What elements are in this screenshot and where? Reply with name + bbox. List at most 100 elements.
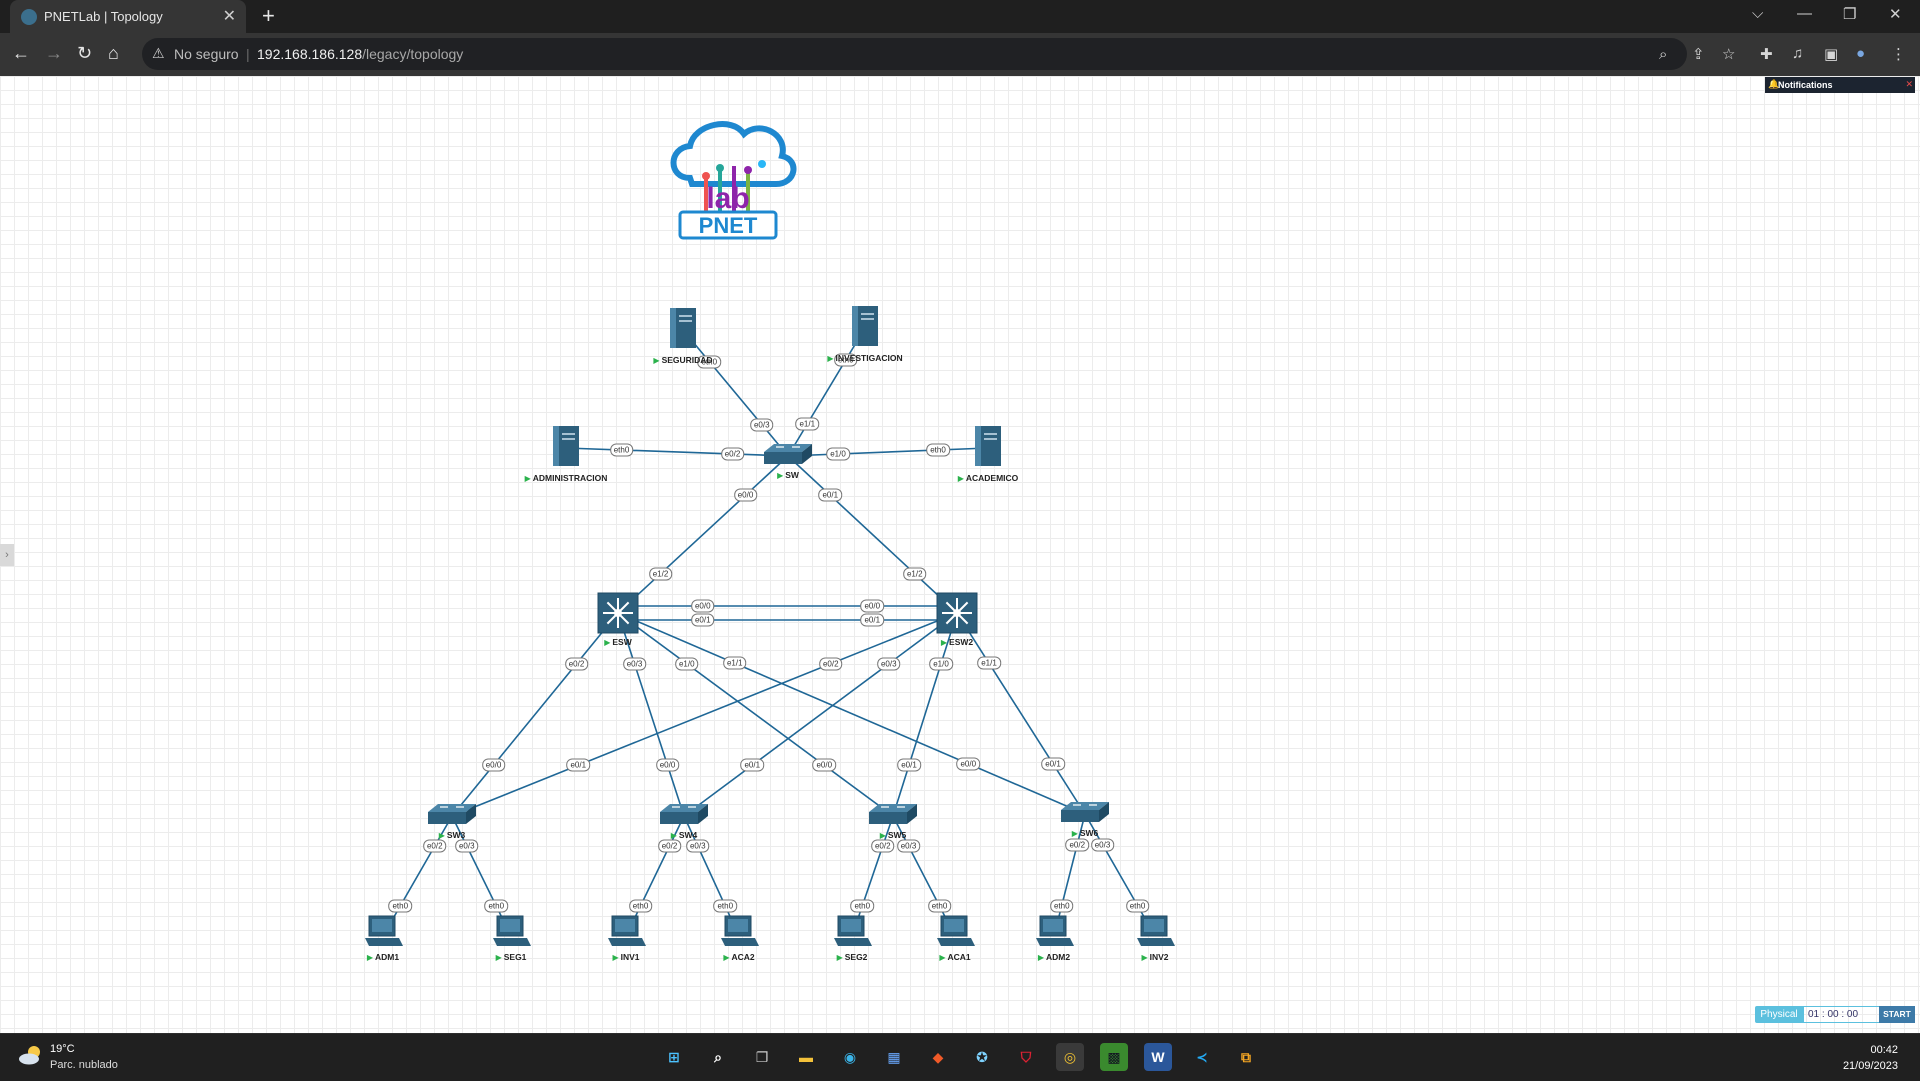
pc-icon[interactable] xyxy=(1137,915,1175,946)
node-label-esw2[interactable]: ▶ESW2 xyxy=(941,637,973,647)
server-icon[interactable] xyxy=(975,426,1001,466)
extensions-puzzle-icon[interactable]: ✚ xyxy=(1760,46,1773,63)
warning-triangle-icon[interactable]: ⚠ xyxy=(152,45,165,61)
node-start-icon[interactable]: ▶ xyxy=(777,471,784,480)
node-start-icon[interactable]: ▶ xyxy=(723,953,730,962)
new-tab-icon[interactable]: + xyxy=(262,3,275,28)
switch-icon[interactable] xyxy=(660,804,708,824)
bookmark-star-icon[interactable]: ☆ xyxy=(1722,46,1736,63)
messenger-icon[interactable]: ✪ xyxy=(976,1048,988,1065)
anydesk-icon[interactable]: ◆ xyxy=(932,1048,944,1065)
url-text[interactable]: 192.168.186.128/legacy/topology xyxy=(257,46,463,62)
node-start-icon[interactable]: ▶ xyxy=(957,474,964,483)
link-esw-sw6[interactable] xyxy=(617,612,1086,815)
node-start-icon[interactable]: ▶ xyxy=(1141,953,1148,962)
node-start-icon[interactable]: ▶ xyxy=(939,953,946,962)
link-esw2-sw6[interactable] xyxy=(956,612,1086,815)
pc-icon[interactable] xyxy=(365,915,403,946)
switch-icon[interactable] xyxy=(1061,802,1109,822)
share-icon[interactable]: ⇪ xyxy=(1692,46,1705,63)
link-esw-sw5[interactable] xyxy=(617,612,894,817)
store-icon[interactable]: ▦ xyxy=(887,1048,901,1065)
node-start-icon[interactable]: ▶ xyxy=(438,831,445,840)
chrome-icon[interactable]: ◎ xyxy=(1056,1043,1084,1071)
node-label-esw[interactable]: ▶ESW xyxy=(604,637,632,647)
node-label-seg1[interactable]: ▶SEG1 xyxy=(496,952,527,962)
node-start-icon[interactable]: ▶ xyxy=(524,474,531,483)
node-label-sw5[interactable]: ▶SW5 xyxy=(880,830,907,840)
notifications-bar[interactable]: 🔔 Notifications ✕ xyxy=(1765,77,1915,93)
word-icon[interactable]: W xyxy=(1144,1043,1172,1071)
system-clock[interactable]: 00:42 21/09/2023 xyxy=(1843,1042,1898,1074)
sidebar-toggle-icon[interactable]: › xyxy=(0,544,14,566)
node-label-seguridad[interactable]: ▶SEGURIDAD xyxy=(653,355,712,365)
insecure-label[interactable]: No seguro xyxy=(174,46,239,62)
pc-icon[interactable] xyxy=(721,915,759,946)
node-label-academico[interactable]: ▶ACADEMICO xyxy=(958,473,1019,483)
address-bar[interactable]: ⚠ No seguro | 192.168.186.128/legacy/top… xyxy=(142,38,1687,70)
node-label-aca2[interactable]: ▶ACA2 xyxy=(723,952,754,962)
node-label-sw6[interactable]: ▶SW6 xyxy=(1072,828,1099,838)
timer-input[interactable]: 01 : 00 : 00 xyxy=(1803,1006,1881,1023)
server-icon[interactable] xyxy=(670,308,696,348)
switch-icon[interactable] xyxy=(428,804,476,824)
side-panel-icon[interactable]: ▣ xyxy=(1824,46,1839,63)
forward-arrow-icon[interactable]: → xyxy=(45,43,63,63)
file-explorer-icon[interactable]: ▬ xyxy=(799,1049,813,1065)
vscode-icon[interactable]: ≺ xyxy=(1196,1048,1208,1065)
zoom-icon[interactable]: ⌕ xyxy=(1659,46,1668,63)
pc-icon[interactable] xyxy=(1036,915,1074,946)
node-start-icon[interactable]: ▶ xyxy=(1071,829,1078,838)
link-esw2-sw5[interactable] xyxy=(892,612,958,817)
node-start-icon[interactable]: ▶ xyxy=(879,831,886,840)
media-control-icon[interactable]: ♫ xyxy=(1792,45,1804,62)
browser-menu-icon[interactable]: ⋮ xyxy=(1891,46,1906,63)
link-esw2-sw3[interactable] xyxy=(451,612,958,817)
node-start-icon[interactable]: ▶ xyxy=(836,953,843,962)
profile-avatar-icon[interactable]: ● xyxy=(1856,45,1866,62)
node-label-inv2[interactable]: ▶INV2 xyxy=(1141,952,1168,962)
node-label-administracion[interactable]: ▶ADMINISTRACION xyxy=(525,473,608,483)
task-view-icon[interactable]: ❐ xyxy=(755,1048,769,1065)
start-button[interactable]: START xyxy=(1879,1006,1915,1023)
reload-icon[interactable]: ↻ xyxy=(77,43,93,63)
link-esw-sw3[interactable] xyxy=(451,612,619,817)
physical-button[interactable]: Physical xyxy=(1755,1006,1803,1023)
link-academico-sw[interactable] xyxy=(787,447,989,457)
link-sw-esw[interactable] xyxy=(617,455,789,614)
node-label-adm1[interactable]: ▶ADM1 xyxy=(367,952,399,962)
node-label-investigacion[interactable]: ▶INVESTIGACION xyxy=(827,353,902,363)
windows-start-icon[interactable]: ⊞ xyxy=(668,1048,680,1065)
minimize-icon[interactable]: — xyxy=(1797,5,1812,22)
node-label-seg2[interactable]: ▶SEG2 xyxy=(837,952,868,962)
node-start-icon[interactable]: ▶ xyxy=(604,638,611,647)
switch-icon[interactable] xyxy=(869,804,917,824)
link-esw2-sw4[interactable] xyxy=(683,612,958,817)
pc-icon[interactable] xyxy=(493,915,531,946)
switch-icon[interactable] xyxy=(764,444,812,464)
link-sw-esw2[interactable] xyxy=(787,455,958,614)
search-icon[interactable]: ⌕ xyxy=(714,1048,722,1065)
node-start-icon[interactable]: ▶ xyxy=(366,953,374,962)
link-administracion-sw[interactable] xyxy=(565,447,789,457)
node-start-icon[interactable]: ▶ xyxy=(612,953,619,962)
pc-icon[interactable] xyxy=(608,915,646,946)
window-close-icon[interactable]: ✕ xyxy=(1889,6,1902,23)
node-start-icon[interactable]: ▶ xyxy=(827,354,834,363)
multilayer-switch-icon[interactable] xyxy=(597,592,639,634)
server-icon[interactable] xyxy=(553,426,579,466)
node-label-inv1[interactable]: ▶INV1 xyxy=(612,952,639,962)
node-start-icon[interactable]: ▶ xyxy=(940,638,948,647)
mcafee-shield-icon[interactable]: ⛉ xyxy=(1020,1048,1032,1065)
node-label-sw3[interactable]: ▶SW3 xyxy=(439,830,466,840)
home-icon[interactable]: ⌂ xyxy=(108,43,119,63)
node-start-icon[interactable]: ▶ xyxy=(653,356,660,365)
node-start-icon[interactable]: ▶ xyxy=(670,831,677,840)
server-icon[interactable] xyxy=(852,306,878,346)
vmware-icon[interactable]: ⧉ xyxy=(1241,1048,1251,1065)
notifications-close-icon[interactable]: ✕ xyxy=(1905,79,1913,89)
node-label-sw[interactable]: ▶SW xyxy=(777,470,799,480)
node-label-sw4[interactable]: ▶SW4 xyxy=(671,830,698,840)
tab-close-icon[interactable]: ✕ xyxy=(222,8,236,25)
